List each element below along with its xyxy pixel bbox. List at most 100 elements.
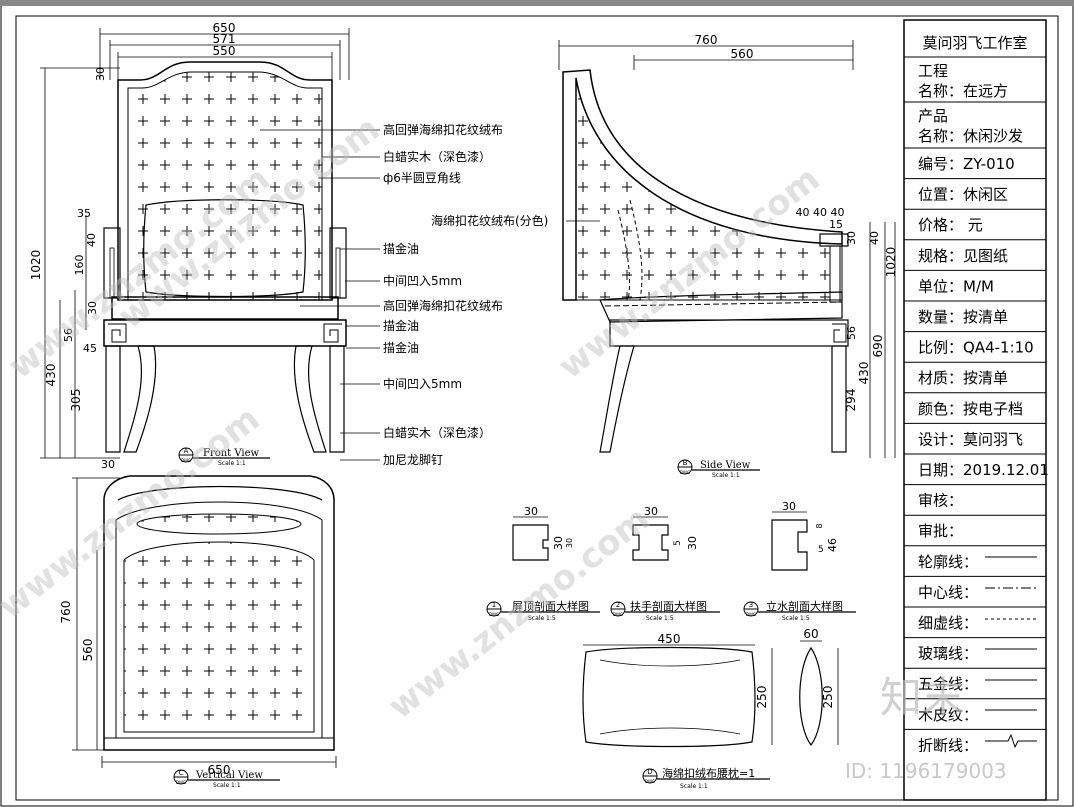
front-note-11: 加尼龙脚钉	[383, 452, 443, 467]
svg-text:DWG: DWG	[613, 612, 623, 617]
svg-text:DWG: DWG	[746, 612, 756, 617]
svg-text:30: 30	[644, 505, 658, 518]
title-block-row: 颜色：按电子档	[918, 400, 1023, 418]
lumbar-cushion: 450 250 60 250 D DWG 海绵扣绒布腰枕=1 Scale 1:1	[582, 627, 839, 790]
svg-text:Scale 1:1: Scale 1:1	[680, 783, 708, 790]
front-view-label: A DWG Front View Scale 1:1	[178, 447, 270, 467]
side-view-label: B DWG Side View Scale 1:1	[677, 459, 760, 479]
cushion-title: 海绵扣绒布腰枕=1	[662, 766, 755, 780]
svg-text:30: 30	[94, 67, 107, 81]
side-dim-depth: 760	[695, 33, 718, 47]
svg-text:30: 30	[845, 231, 858, 245]
svg-text:30: 30	[524, 505, 538, 518]
front-dim-550: 550	[213, 44, 236, 58]
svg-text:250: 250	[755, 686, 769, 709]
title-block-row: 木皮纹：	[918, 706, 978, 724]
front-dim-width: 650	[213, 21, 236, 35]
svg-text:Side View: Side View	[700, 460, 751, 471]
svg-text:30: 30	[782, 500, 796, 513]
section-3: 30 46 5 8 3 DWG 立水剖面大样图 Scale 1:5	[743, 500, 856, 622]
front-note-7: 描金油	[383, 318, 419, 333]
svg-text:DWG: DWG	[645, 779, 655, 784]
svg-text:1020: 1020	[884, 247, 898, 278]
section-3-title: 立水剖面大样图	[766, 599, 843, 613]
svg-text:1: 1	[492, 601, 496, 609]
title-block-row: 日期：2019.12.01	[918, 461, 1049, 479]
svg-text:DWG: DWG	[680, 470, 690, 475]
title-block: 莫问羽飞工作室 工程 名称：在远方 产品 名称：休闲沙发 编号：ZY-010位置…	[903, 19, 1049, 801]
title-block-row: 轮廓线：	[918, 553, 978, 571]
title-block-row: 位置：休闲区	[918, 186, 1008, 204]
vertical-view-label: C DWG Vertical View Scale 1:1	[173, 769, 280, 789]
svg-text:30: 30	[686, 536, 699, 550]
title-block-row: 五金线：	[918, 675, 978, 693]
svg-text:2: 2	[616, 601, 620, 609]
top-dim-depth: 760	[59, 601, 73, 624]
product-label: 产品	[918, 107, 948, 125]
svg-text:30: 30	[86, 301, 99, 315]
svg-text:430: 430	[44, 364, 58, 387]
front-note-3: ф6半圆豆角线	[383, 171, 461, 185]
vertical-view: 760 560 650 C DWG Vertical View Scale 1:…	[59, 475, 337, 789]
svg-text:430: 430	[857, 362, 871, 385]
svg-text:DWG: DWG	[181, 458, 191, 463]
top-dim-560: 560	[81, 639, 95, 662]
title-block-row: 材质：按清单	[918, 369, 1008, 387]
title-block-row: 单位：M/M	[918, 277, 994, 295]
svg-text:56: 56	[62, 328, 75, 342]
front-note-2: 白蜡实木（深色漆）	[383, 149, 491, 164]
svg-text:250: 250	[821, 686, 835, 709]
svg-text:Scale 1:5: Scale 1:5	[646, 615, 674, 622]
section-2: 30 30 5 2 DWG 扶手剖面大样图 Scale 1:5	[610, 505, 720, 622]
svg-text:D: D	[647, 768, 652, 776]
front-note-5: 中间凹入5mm	[383, 273, 462, 288]
svg-text:56: 56	[845, 326, 858, 340]
front-note-6: 高回弹海绵扣花纹绒布	[383, 298, 503, 313]
project-name: 名称：在远方	[918, 82, 1008, 100]
svg-text:5: 5	[818, 545, 824, 555]
svg-text:A: A	[184, 447, 189, 455]
svg-text:35: 35	[77, 207, 91, 220]
svg-text:3: 3	[749, 601, 753, 609]
watermark-id: ID: 1196179003	[845, 759, 1007, 783]
svg-text:40: 40	[868, 231, 881, 245]
top-dim-width: 650	[208, 763, 231, 777]
title-block-row: 中心线：	[918, 583, 978, 601]
svg-text:160: 160	[73, 255, 86, 276]
svg-text:Scale 1:5: Scale 1:5	[528, 615, 556, 622]
title-block-row: 比例：QA4-1:10	[918, 339, 1034, 357]
svg-text:B: B	[683, 459, 688, 467]
side-view: 760 560 40 40 40 15 30 40 1020 690 56 43…	[431, 33, 898, 479]
svg-text:C: C	[179, 769, 184, 777]
drawing-border	[15, 15, 1059, 801]
title-block-row: 折断线：	[918, 736, 978, 754]
title-block-row: 数量：按清单	[918, 308, 1008, 326]
linetype-samples	[985, 556, 1037, 749]
section-1: 30 30 30 1 DWG 屏顶剖面大样图 Scale 1:5	[486, 505, 600, 622]
svg-text:15: 15	[829, 218, 843, 231]
svg-text:40 40 40: 40 40 40	[796, 206, 845, 219]
svg-text:450: 450	[658, 632, 681, 646]
title-block-row: 玻璃线：	[918, 645, 978, 663]
svg-text:305: 305	[69, 389, 83, 412]
svg-text:46: 46	[826, 538, 839, 552]
front-note-8: 描金油	[383, 340, 419, 355]
svg-text:45: 45	[83, 342, 97, 355]
title-block-row: 审批：	[918, 522, 963, 540]
svg-text:40: 40	[85, 233, 98, 247]
front-note-9: 中间凹入5mm	[383, 376, 462, 391]
svg-text:Scale 1:1: Scale 1:1	[213, 782, 241, 789]
title-block-row: 价格： 元	[918, 216, 983, 234]
svg-text:Scale 1:1: Scale 1:1	[218, 460, 246, 467]
svg-text:30: 30	[565, 538, 574, 548]
front-note-4: 描金油	[383, 241, 419, 256]
side-fabric-note: 海绵扣花纹绒布(分色)	[431, 213, 548, 228]
svg-text:Vertical View: Vertical View	[195, 770, 263, 781]
title-block-row: 设计：莫问羽飞	[918, 430, 1023, 448]
watermark-logo: 知末	[880, 673, 964, 722]
front-note-1: 高回弹海绵扣花纹绒布	[383, 122, 503, 137]
section-1-title: 屏顶剖面大样图	[512, 599, 589, 613]
svg-text:Scale 1:1: Scale 1:1	[712, 472, 740, 479]
svg-text:30: 30	[101, 458, 115, 471]
